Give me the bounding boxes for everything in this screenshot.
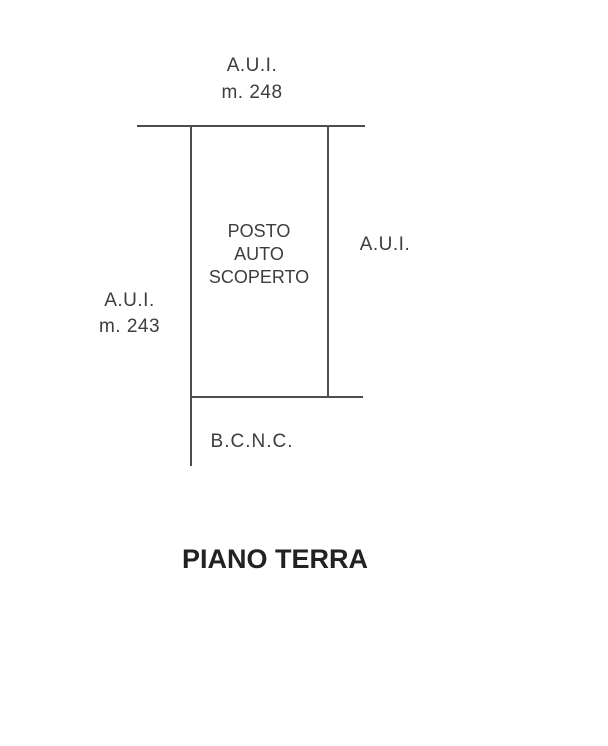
floor-title: PIANO TERRA: [144, 544, 406, 574]
common-area-abbr: B.C.N.C.: [210, 431, 294, 452]
common-area-label: B.C.N.C.: [191, 431, 313, 453]
parking-space-label: POSTO AUTO SCOPERTO: [191, 220, 327, 289]
parking-space-label-line3: SCOPERTO: [208, 267, 310, 287]
adjacent-unit-abbr-top: A.U.I.: [226, 55, 278, 76]
adjacent-unit-label-right: A.U.I.: [352, 234, 418, 256]
parking-space-label-line1: POSTO: [227, 221, 291, 241]
floor-title-text: PIANO TERRA: [181, 544, 368, 574]
adjacent-unit-measure-top: m. 248: [221, 82, 283, 103]
adjacent-unit-measure-left: m. 243: [98, 316, 161, 337]
parking-wall-left: [190, 125, 192, 466]
parking-space-label-line2: AUTO: [234, 244, 284, 264]
adjacent-unit-abbr-right: A.U.I.: [359, 234, 411, 255]
parking-wall-right: [327, 125, 329, 398]
boundary-line-top: [137, 125, 365, 127]
adjacent-unit-label-top: A.U.I. m. 248: [177, 52, 327, 106]
parking-wall-bottom: [190, 396, 363, 398]
adjacent-unit-abbr-left: A.U.I.: [104, 290, 155, 311]
adjacent-unit-label-left: A.U.I. m. 243: [72, 288, 187, 340]
